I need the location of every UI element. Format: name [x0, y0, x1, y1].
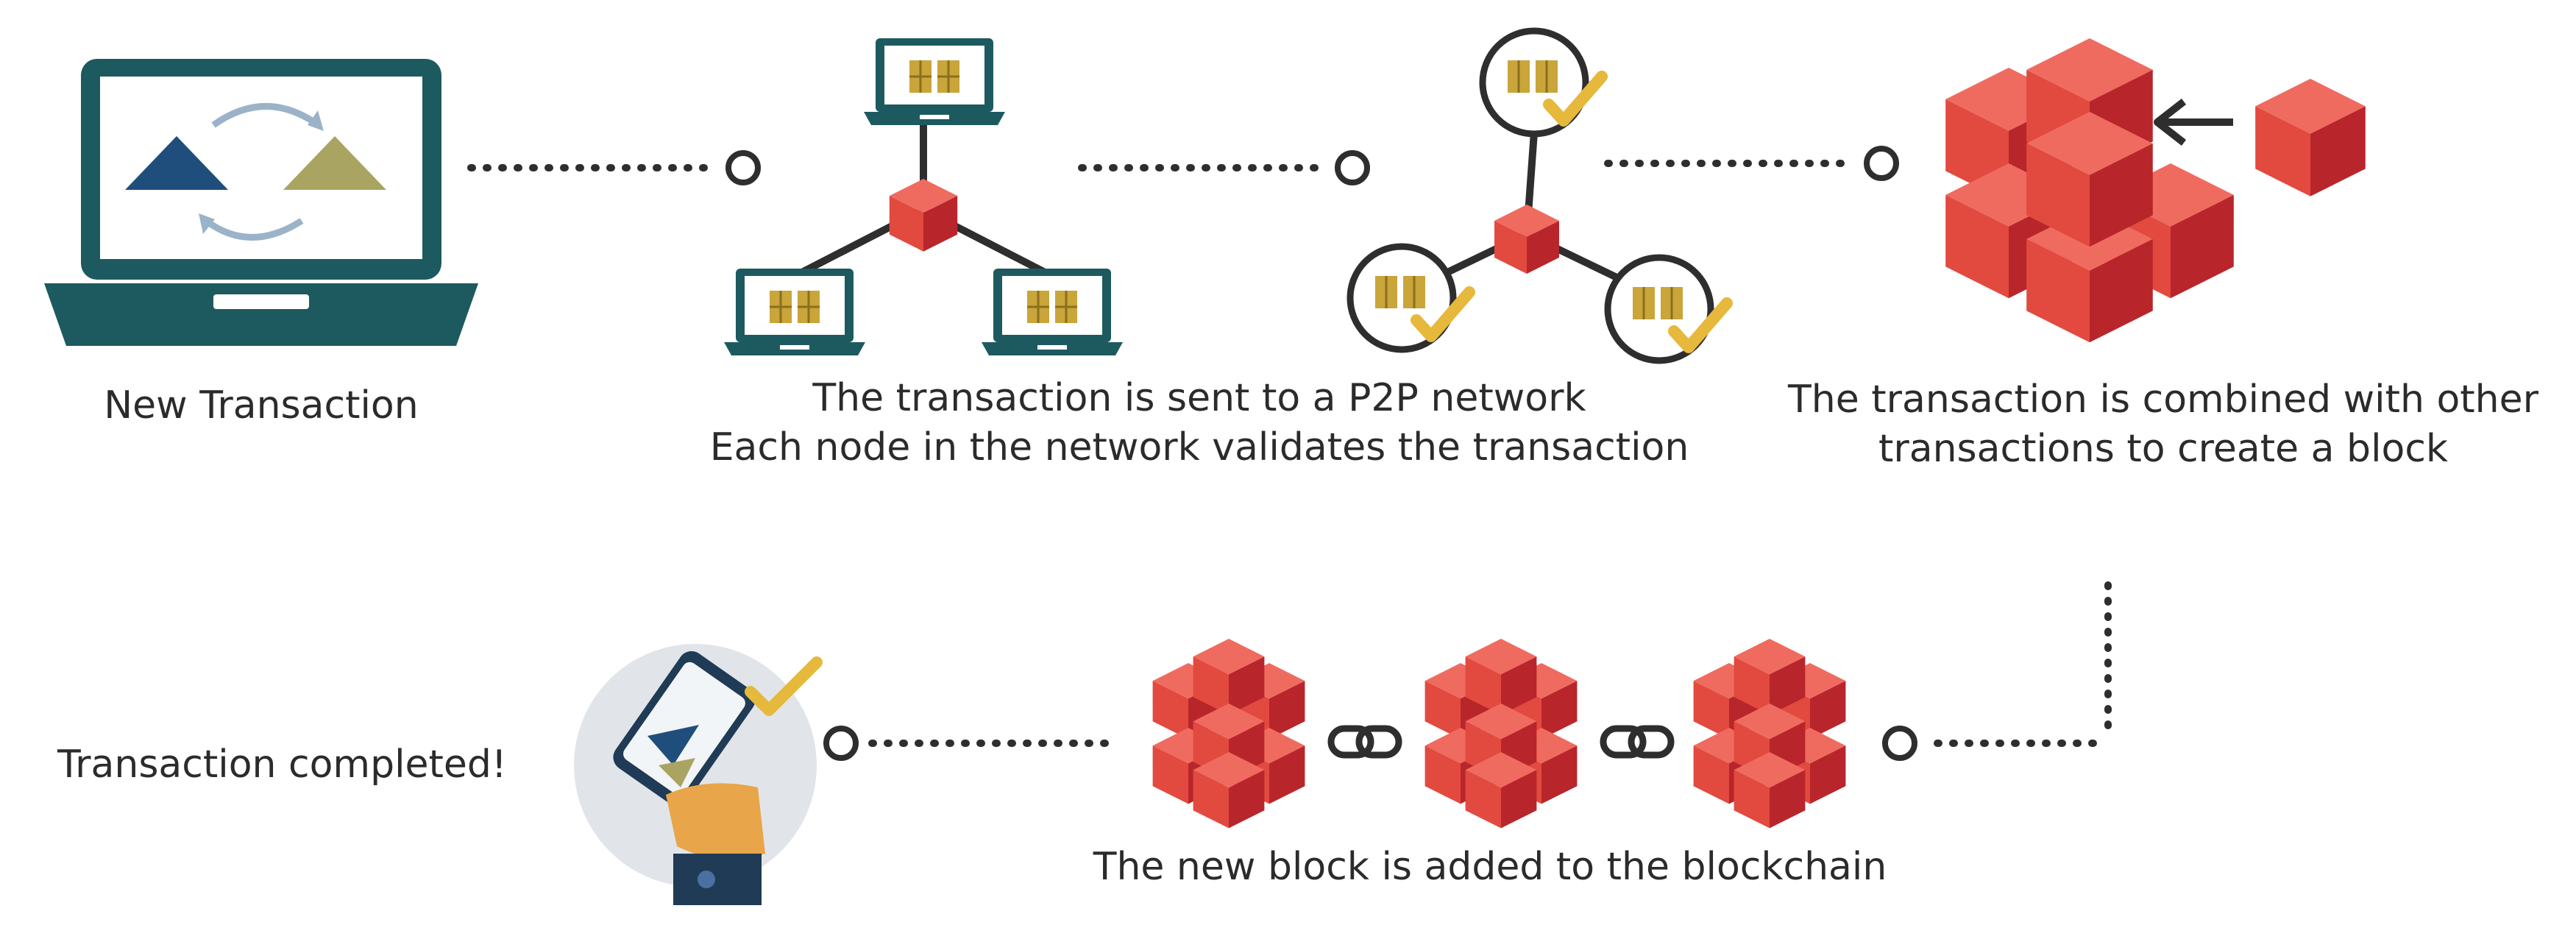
blockchain-icon — [1153, 639, 1846, 828]
p2p-caption-line1: The transaction is sent to a P2P network — [812, 376, 1586, 420]
new-transaction-label: New Transaction — [104, 383, 419, 428]
blockchain-caption: The new block is added to the blockchain — [1093, 845, 1887, 889]
connector-dots-1 — [467, 150, 761, 185]
connector-dots-4 — [1882, 581, 2112, 761]
connector-dots-2 — [1078, 150, 1370, 185]
laptop-icon — [44, 59, 478, 346]
connector-dots-3 — [1604, 146, 1899, 181]
phone-check-icon — [574, 644, 823, 905]
p2p-network-icon — [723, 37, 1124, 357]
block-caption-line1: The transaction is combined with other — [1788, 378, 2538, 422]
transaction-completed-label: Transaction completed! — [57, 743, 507, 787]
validated-network-icon — [1350, 31, 1727, 361]
block-caption-line2: transactions to create a block — [1878, 427, 2449, 471]
connector-dots-5 — [823, 726, 1115, 761]
arrow-left-icon — [2154, 99, 2233, 146]
block-cubes-icon — [1945, 38, 2366, 343]
p2p-caption-line2: Each node in the network validates the t… — [709, 425, 1689, 470]
